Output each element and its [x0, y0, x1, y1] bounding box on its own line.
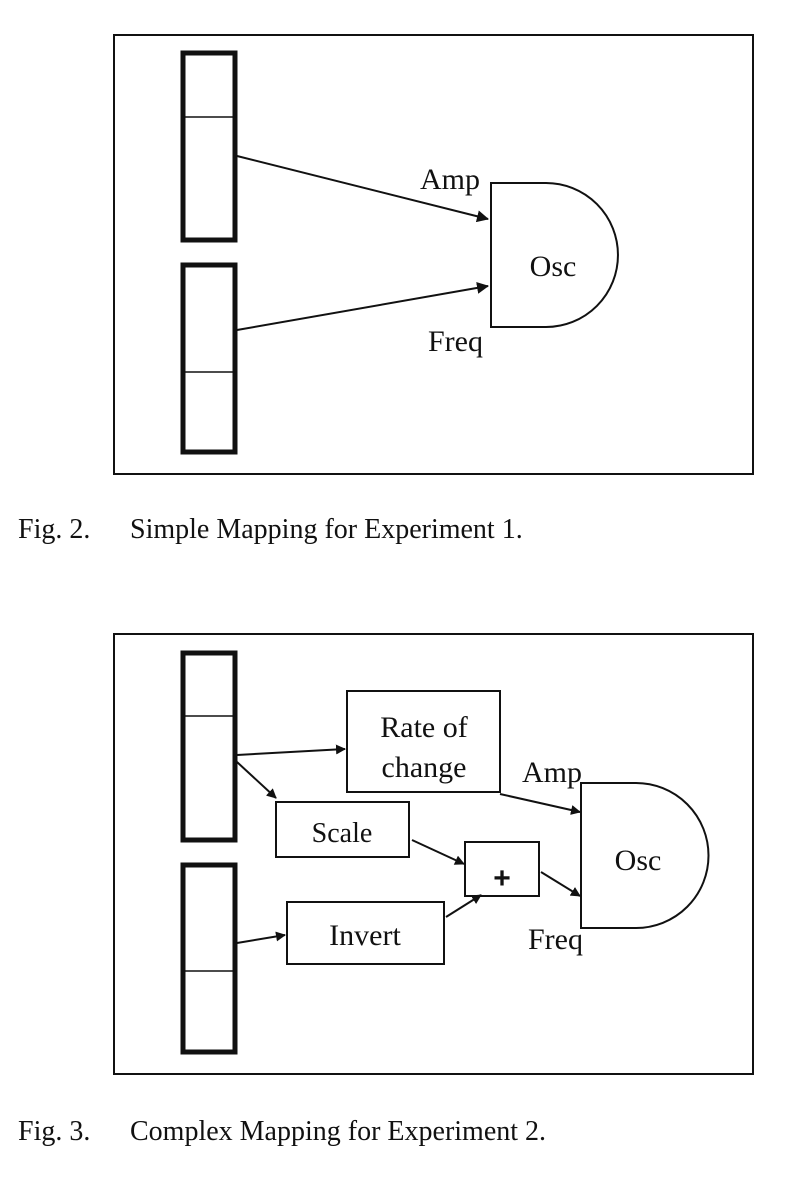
figure-3: Rate of change Scale Invert + Osc Amp Fr…: [113, 633, 754, 1075]
fig2-freq-label: Freq: [428, 325, 483, 358]
fig3-plus-label: +: [493, 862, 511, 895]
fig2-caption-text: Simple Mapping for Experiment 1.: [130, 514, 523, 545]
fig3-invert-label: Invert: [329, 919, 401, 952]
figure-2: Osc Amp Freq: [113, 34, 754, 475]
fig3-plus-to-freq-arrow: [540, 871, 581, 897]
fig3-amp-label: Amp: [522, 756, 582, 789]
fig3-caption-text: Complex Mapping for Experiment 2.: [130, 1116, 546, 1147]
fig2-upper-slider: [180, 50, 238, 243]
fig3-rate-of-change-box: [346, 690, 501, 793]
fig2-caption-number: Fig. 2.: [18, 514, 90, 545]
fig2-amp-arrow: [236, 155, 489, 223]
fig2-amp-label: Amp: [420, 163, 480, 196]
figure-2-frame: [113, 34, 754, 475]
fig3-slider-to-scale-arrow: [236, 761, 277, 799]
fig3-invert-box: [286, 901, 445, 965]
fig3-plus-box: [464, 841, 540, 897]
fig3-scale-to-plus-arrow: [411, 839, 465, 865]
fig3-scale-label: Scale: [312, 818, 373, 849]
fig3-lower-slider: [180, 862, 238, 1055]
fig3-scale-box: [275, 801, 410, 858]
fig3-freq-label: Freq: [528, 923, 583, 956]
fig3-slider-to-invert-arrow: [236, 931, 286, 944]
fig3-upper-slider: [180, 650, 238, 843]
fig3-oscillator: [580, 782, 710, 929]
fig3-osc-label: Osc: [615, 844, 662, 877]
fig3-invert-to-plus-arrow: [445, 894, 482, 918]
fig2-osc-label: Osc: [530, 250, 577, 283]
fig3-rate-label-line2: change: [382, 751, 467, 784]
fig3-rate-to-amp-arrow: [499, 793, 581, 815]
figure-3-frame: [113, 633, 754, 1075]
fig2-freq-arrow: [236, 281, 489, 331]
fig2-oscillator: [490, 182, 619, 328]
fig3-caption-number: Fig. 3.: [18, 1116, 90, 1147]
fig3-rate-label-line1: Rate of: [380, 711, 467, 744]
fig2-lower-slider: [180, 262, 238, 455]
fig3-slider-to-rate-arrow: [236, 744, 346, 756]
